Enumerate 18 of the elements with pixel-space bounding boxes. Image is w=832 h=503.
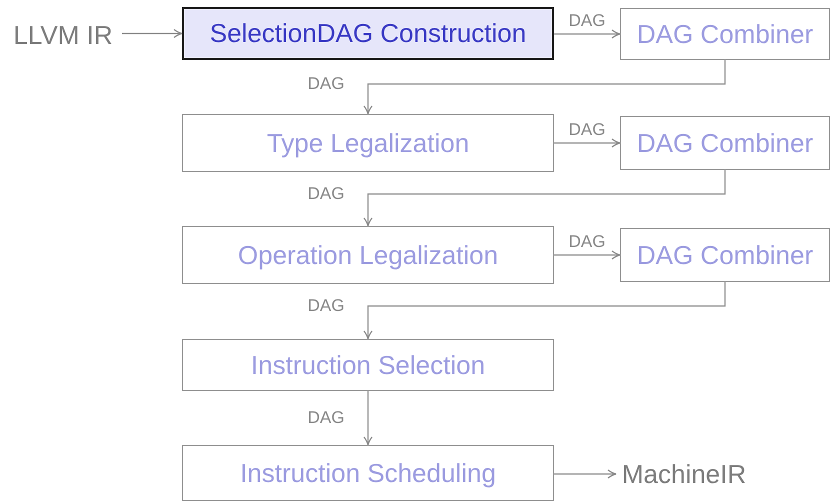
box-label: DAG Combiner [636,240,814,270]
box-label: SelectionDAG Construction [210,18,526,49]
process-box [182,445,554,501]
box-label: Operation Legalization [238,240,498,270]
box-label: Instruction Selection [250,350,486,380]
box-label: DAG Combiner [636,128,814,158]
box-label: Instruction Scheduling [240,458,496,488]
process-box [620,228,830,282]
input-label: LLVM IR [13,20,113,50]
box-label: DAG Combiner [636,18,814,50]
process-box [182,7,554,60]
output-label: MachineIR [622,458,746,490]
process-box [620,116,830,170]
box-label: Type Legalization [266,128,470,158]
process-box [182,226,554,284]
process-box [182,339,554,391]
process-box [620,8,830,60]
process-box [182,114,554,172]
